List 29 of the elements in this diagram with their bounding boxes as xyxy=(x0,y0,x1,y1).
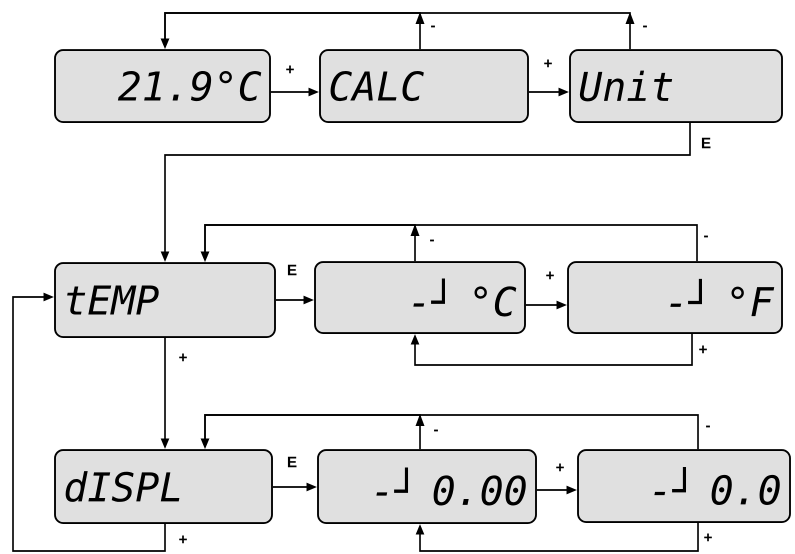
edge-label: + xyxy=(546,272,554,280)
display-box: 21.9°C xyxy=(54,49,271,123)
edge-label: + xyxy=(286,66,294,74)
edge-label: + xyxy=(179,354,187,362)
edge-label: + xyxy=(179,536,187,544)
edge-label: E xyxy=(288,264,296,276)
edge-label: - xyxy=(704,236,708,238)
display-box: -┘ °F xyxy=(567,261,783,334)
display-box: -┘ °C xyxy=(314,261,526,334)
edge-label: - xyxy=(430,240,434,242)
arrow xyxy=(410,334,693,366)
arrow xyxy=(416,522,699,552)
edge-label: - xyxy=(431,26,435,28)
display-box: tEMP xyxy=(54,262,276,338)
display-box: Unit xyxy=(569,49,783,123)
edge-label: + xyxy=(544,60,552,68)
edge-label: + xyxy=(704,534,712,542)
edge-label: + xyxy=(699,346,707,354)
display-box: dISPL xyxy=(54,449,273,524)
edge-label: - xyxy=(706,426,710,428)
edge-label: E xyxy=(288,456,296,468)
display-box: -┘ 0.00 xyxy=(317,449,537,524)
display-box: -┘ 0.0 xyxy=(577,449,791,523)
edge-label: - xyxy=(643,26,647,28)
edge-label: - xyxy=(434,430,438,432)
edge-label: + xyxy=(556,464,564,472)
arrow xyxy=(12,292,166,552)
edge-label: E xyxy=(702,138,710,148)
display-box: CALC xyxy=(319,49,529,123)
